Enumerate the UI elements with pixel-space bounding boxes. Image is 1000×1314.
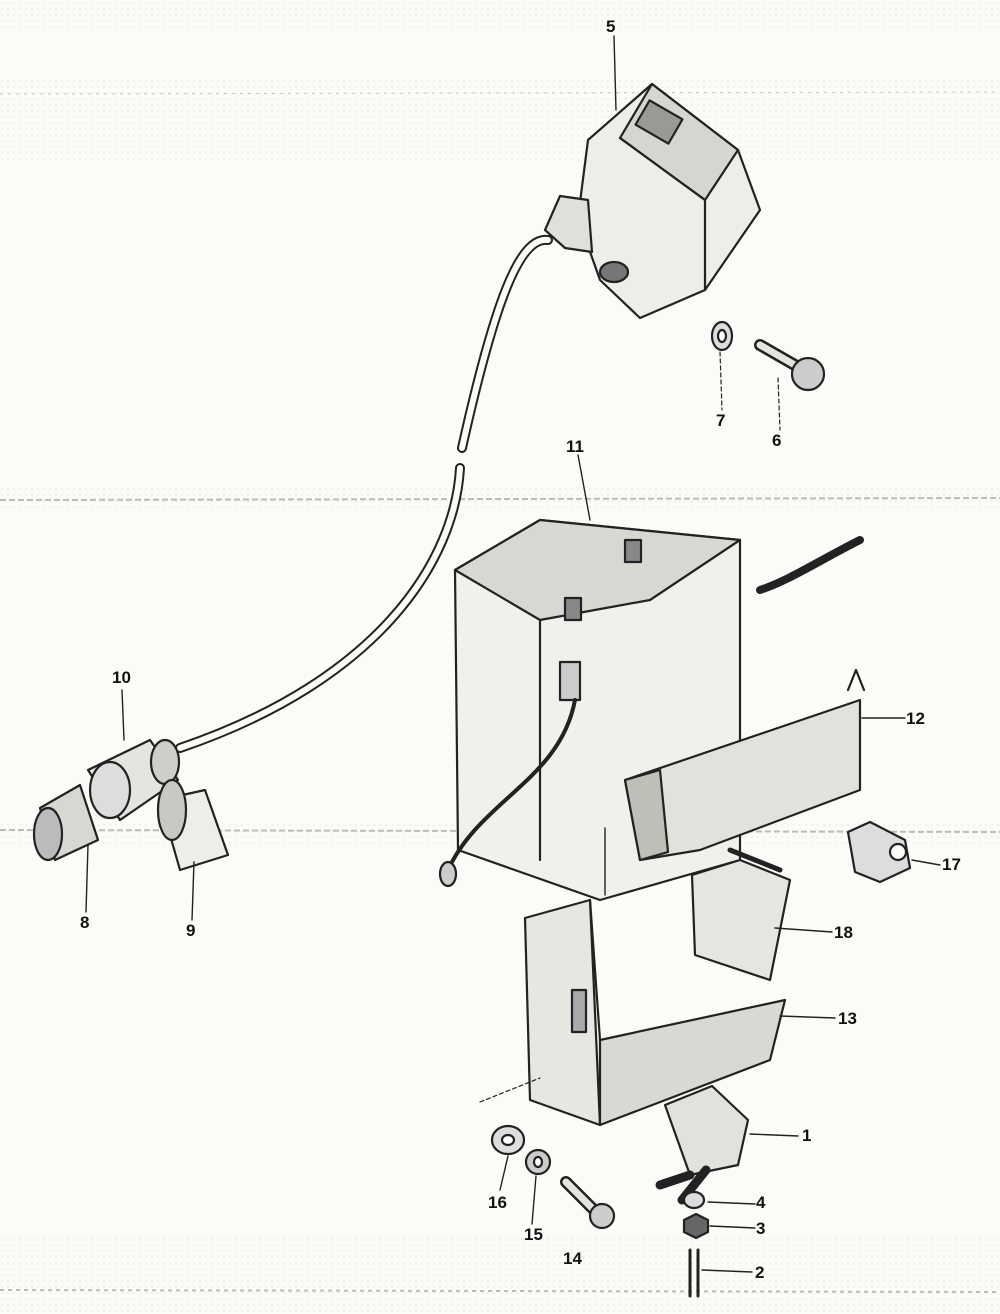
plug-cap-icon bbox=[32, 783, 100, 862]
part-label-5: 5 bbox=[606, 17, 616, 36]
part-label-1: 1 bbox=[802, 1126, 812, 1145]
part-label-7: 7 bbox=[716, 411, 726, 430]
part-label-11: 11 bbox=[566, 437, 584, 456]
leader-lines bbox=[85, 35, 941, 1273]
battery-wire-icon bbox=[446, 698, 577, 872]
part-label-3: 3 bbox=[756, 1219, 766, 1238]
part-label-2: 2 bbox=[755, 1263, 765, 1282]
part-label-9: 9 bbox=[186, 921, 196, 940]
terminal-clip-icon bbox=[655, 1084, 750, 1205]
bolt-icon bbox=[754, 339, 826, 392]
connector-icon bbox=[86, 738, 181, 822]
cable-icon bbox=[175, 234, 553, 753]
bracket-icon bbox=[690, 847, 792, 982]
part-label-15: 15 bbox=[524, 1225, 543, 1244]
part-label-13: 13 bbox=[838, 1009, 857, 1028]
part-label-16: 16 bbox=[488, 1193, 507, 1212]
part-label-6: 6 bbox=[772, 431, 782, 450]
part-label-17: 17 bbox=[942, 855, 961, 874]
nut-icon bbox=[682, 1212, 710, 1240]
wire-pin-icon bbox=[688, 1248, 700, 1298]
part-label-10: 10 bbox=[112, 668, 131, 687]
ignition-coil-icon bbox=[543, 82, 762, 320]
washer-icon bbox=[682, 1190, 706, 1210]
part-label-14: 14 bbox=[563, 1249, 582, 1268]
battery-tray-icon bbox=[523, 898, 787, 1127]
part-label-4: 4 bbox=[756, 1193, 766, 1212]
part-label-12: 12 bbox=[906, 709, 925, 728]
clamp-icon bbox=[846, 820, 912, 884]
rubber-boot-icon bbox=[156, 778, 230, 872]
strap-icon bbox=[623, 668, 866, 862]
part-label-18: 18 bbox=[834, 923, 853, 942]
part-label-8: 8 bbox=[80, 913, 90, 932]
screw-icon bbox=[560, 1176, 616, 1230]
